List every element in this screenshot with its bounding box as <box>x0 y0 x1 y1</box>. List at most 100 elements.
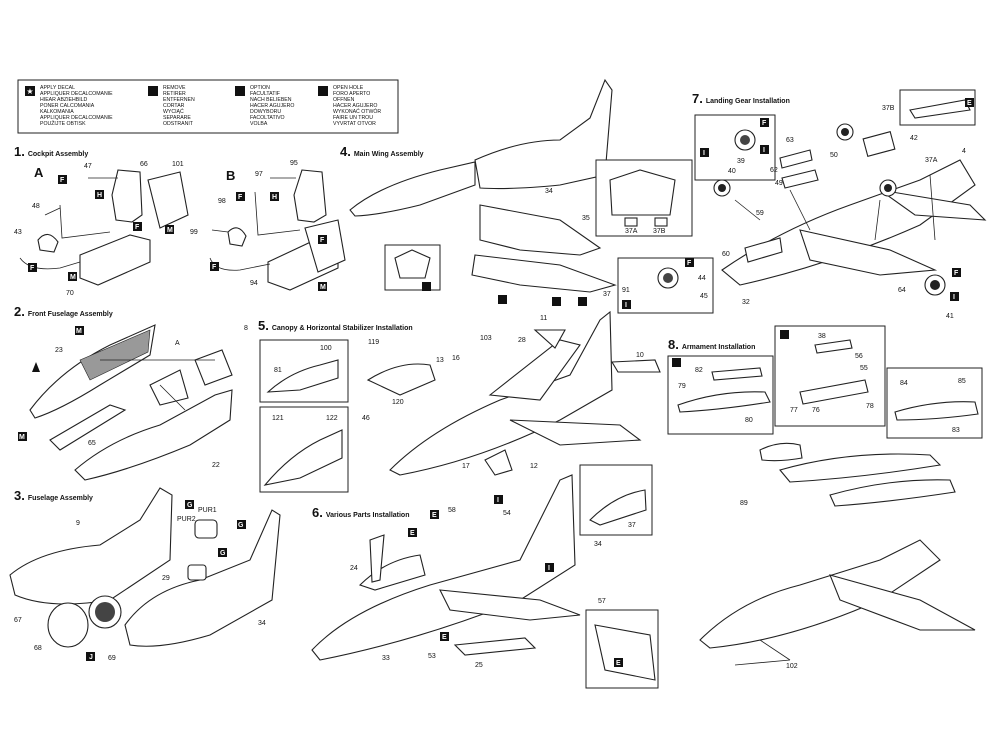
svg-text:34: 34 <box>545 188 553 195</box>
svg-text:38: 38 <box>818 333 826 340</box>
svg-text:F: F <box>954 270 959 277</box>
svg-text:46: 46 <box>362 415 370 422</box>
svg-text:H: H <box>272 194 277 201</box>
svg-text:65: 65 <box>88 440 96 447</box>
svg-text:121: 121 <box>272 415 284 422</box>
svg-text:120: 120 <box>392 399 404 406</box>
svg-text:E: E <box>410 530 415 537</box>
svg-text:F: F <box>212 264 217 271</box>
fuselage-assembled <box>74 389 233 481</box>
aircraft-5 <box>389 310 613 476</box>
svg-text:24: 24 <box>350 565 358 572</box>
gunsight-a <box>37 233 59 253</box>
svg-text:79: 79 <box>678 383 686 390</box>
legend-remove: REMOVE RETIRER ENTFERNEN CORTAR WYCIĄĆ S… <box>163 85 196 127</box>
svg-text:3.Fuselage Assembly: 3.Fuselage Assembly <box>14 488 93 503</box>
step-5-canopy: 5.Canopy & Horizontal Stabilizer Install… <box>258 310 661 493</box>
svg-text:I: I <box>763 147 765 154</box>
svg-text:37B: 37B <box>882 105 895 112</box>
svg-text:81: 81 <box>274 367 282 374</box>
svg-text:37A: 37A <box>925 157 938 164</box>
instrument-panel-a <box>147 171 189 229</box>
step-7-landing-gear: 7.Landing Gear Installation 37B 42 37A 4… <box>617 89 987 320</box>
svg-text:I: I <box>548 565 550 572</box>
part-65 <box>49 404 127 451</box>
svg-text:9: 9 <box>76 520 80 527</box>
svg-text:37A: 37A <box>625 228 638 235</box>
svg-text:G: G <box>220 550 226 557</box>
svg-text:G: G <box>238 522 244 529</box>
svg-text:22: 22 <box>212 462 220 469</box>
svg-text:62: 62 <box>770 167 778 174</box>
svg-text:63: 63 <box>786 137 794 144</box>
svg-text:I: I <box>953 294 955 301</box>
svg-text:32: 32 <box>742 299 750 306</box>
fuselage-half-right-3 <box>124 509 281 647</box>
svg-text:84: 84 <box>900 380 908 387</box>
svg-text:39: 39 <box>737 158 745 165</box>
svg-text:56: 56 <box>855 353 863 360</box>
step-1-badges: F H F M F M F H F F M <box>28 175 327 291</box>
svg-text:100: 100 <box>320 345 332 352</box>
svg-text:F: F <box>60 177 65 184</box>
svg-text:37: 37 <box>628 522 636 529</box>
svg-text:8.Armament Installation: 8.Armament Installation <box>668 337 755 352</box>
svg-text:16: 16 <box>452 355 460 362</box>
legend-apply-decal: APPLY DECAL APPLIQUER DECALCOMANIE HIEAR… <box>40 85 114 127</box>
svg-text:50: 50 <box>830 152 838 159</box>
svg-text:34: 34 <box>594 541 602 548</box>
svg-text:13: 13 <box>436 357 444 364</box>
svg-text:45: 45 <box>700 293 708 300</box>
svg-text:E: E <box>442 634 447 641</box>
svg-text:103: 103 <box>480 335 492 342</box>
svg-text:53: 53 <box>428 653 436 660</box>
svg-text:E: E <box>432 512 437 519</box>
svg-text:122: 122 <box>326 415 338 422</box>
cockpit-tub-a <box>79 234 151 286</box>
variant-a-label: A <box>34 165 44 180</box>
svg-text:E: E <box>616 660 621 667</box>
svg-text:23: 23 <box>55 347 63 354</box>
svg-text:M: M <box>76 328 82 335</box>
svg-text:PUR1: PUR1 <box>198 507 217 514</box>
fuselage-half-left-3 <box>9 487 173 605</box>
step-4-main-wing: 4.Main Wing Assembly 34 35 37A 37B 37 <box>340 78 693 306</box>
svg-text:4.Main Wing Assembly: 4.Main Wing Assembly <box>340 144 424 159</box>
svg-text:101: 101 <box>172 161 184 168</box>
svg-text:97: 97 <box>255 171 263 178</box>
svg-text:83: 83 <box>952 427 960 434</box>
seat-a <box>111 169 143 223</box>
svg-text:58: 58 <box>448 507 456 514</box>
svg-text:2.Front Fuselage Assembly: 2.Front Fuselage Assembly <box>14 304 113 319</box>
svg-text:17: 17 <box>462 463 470 470</box>
svg-text:M: M <box>320 284 326 291</box>
svg-text:35: 35 <box>582 215 590 222</box>
svg-text:34: 34 <box>258 620 266 627</box>
gunsight-b <box>227 227 247 247</box>
step-1-callouts: 47 66 101 48 43 70 95 97 98 99 94 <box>14 160 298 297</box>
svg-text:6.Various Parts Installation: 6.Various Parts Installation <box>312 505 409 520</box>
svg-text:44: 44 <box>698 275 706 282</box>
step-8-armament: 8.Armament Installation 82 79 80 38 56 5… <box>667 325 983 670</box>
option-icon <box>780 330 789 339</box>
variant-b-label: B <box>226 168 235 183</box>
svg-text:M: M <box>167 227 173 234</box>
open-hole-icon <box>318 86 328 96</box>
svg-text:28: 28 <box>518 337 526 344</box>
option-icon <box>672 358 681 367</box>
svg-text:★: ★ <box>26 87 33 96</box>
svg-text:8: 8 <box>244 325 248 332</box>
svg-text:119: 119 <box>368 339 379 346</box>
svg-text:66: 66 <box>140 161 148 168</box>
rear-fuselage-4 <box>474 78 613 190</box>
svg-text:M: M <box>19 434 25 441</box>
svg-text:54: 54 <box>503 510 511 517</box>
svg-text:78: 78 <box>866 403 874 410</box>
svg-text:12: 12 <box>530 463 538 470</box>
svg-text:67: 67 <box>14 617 22 624</box>
svg-text:94: 94 <box>250 280 258 287</box>
step-3-fuselage: 3.Fuselage Assembly 9 PUR1 PUR2 29 67 68… <box>9 487 281 662</box>
svg-text:98: 98 <box>218 198 226 205</box>
svg-text:48: 48 <box>32 203 40 210</box>
